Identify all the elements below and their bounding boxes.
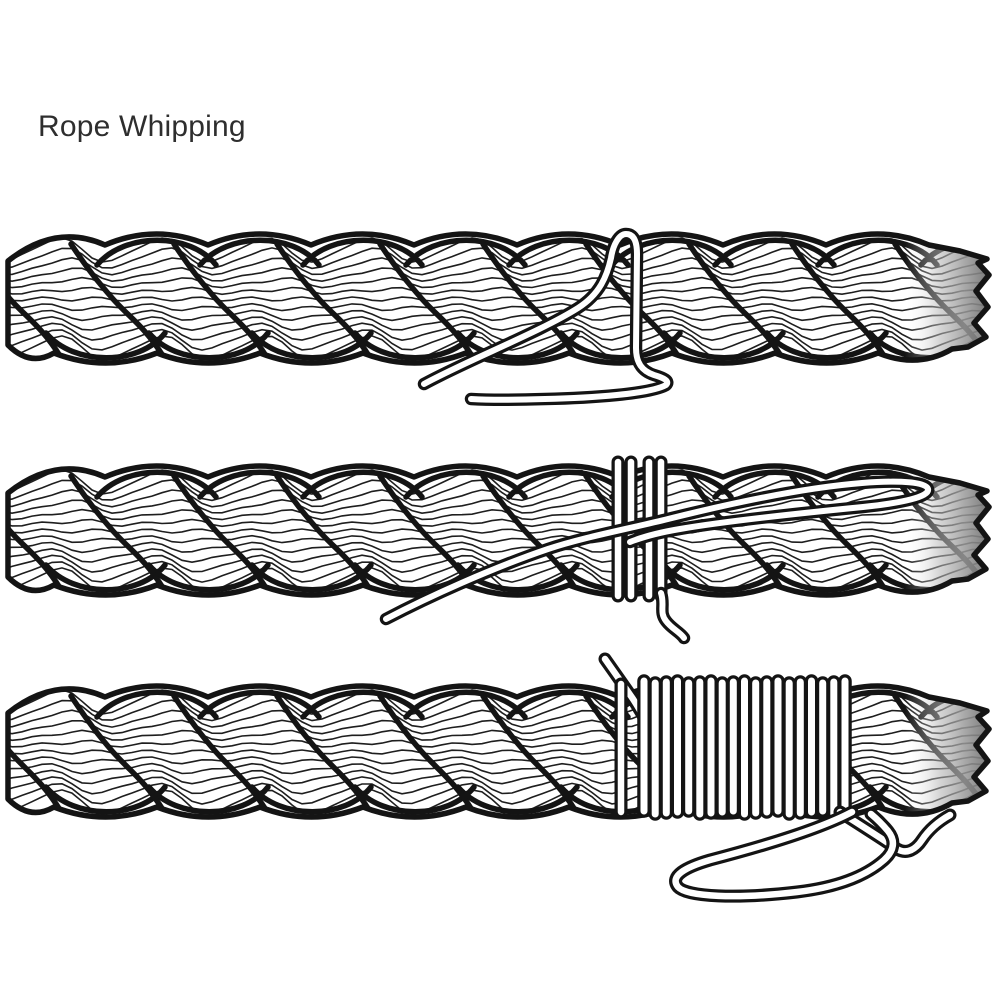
whipping-twine-step-2 <box>379 455 935 645</box>
rope-step-3 <box>5 652 992 903</box>
whipping-twine-step-1 <box>417 227 674 406</box>
page-title: Rope Whipping <box>38 110 246 143</box>
whipping-twine-step-3 <box>598 652 957 903</box>
rope-step-2 <box>5 455 992 645</box>
rope-step-1 <box>5 227 992 406</box>
